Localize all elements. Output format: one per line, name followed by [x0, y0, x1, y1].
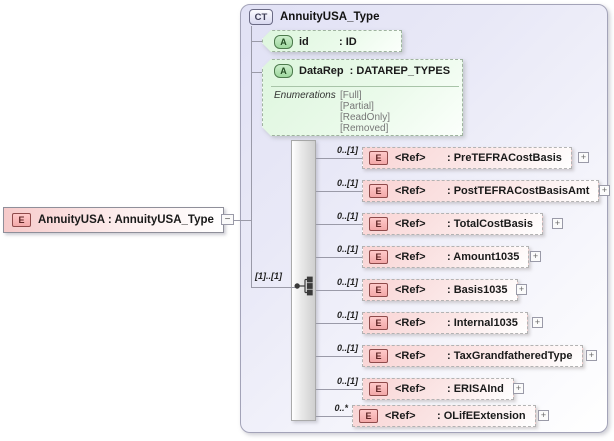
ref-pretefracostbasis[interactable]: E <Ref> : PreTEFRACostBasis [362, 147, 572, 169]
enum-value: [Removed] [340, 123, 389, 134]
element-badge: E [369, 283, 388, 297]
ref-name: <Ref> [395, 284, 426, 296]
connector-line [316, 290, 362, 291]
ref-type: : PostTEFRACostBasisAmt [447, 185, 590, 197]
enum-value: [Partial] [340, 101, 374, 112]
sequence-cardinality: [1]..[1] [255, 271, 282, 281]
enumerations-divider [271, 86, 459, 87]
attribute-id[interactable]: A id : ID [262, 30, 402, 52]
cardinality-label: 0..[1] [336, 277, 358, 287]
expand-button[interactable]: + [513, 383, 524, 394]
ref-type: : Basis1035 [447, 284, 508, 296]
root-element-annuityusa[interactable]: E AnnuityUSA : AnnuityUSA_Type [3, 207, 224, 233]
ref-name: <Ref> [395, 350, 426, 362]
enum-value: [Full] [340, 90, 362, 101]
ref-type: : Internal1035 [447, 317, 518, 329]
cardinality-label: 0..[1] [336, 178, 358, 188]
expand-button[interactable]: + [516, 284, 527, 295]
element-badge: E [369, 349, 388, 363]
connector-line [316, 356, 362, 357]
enumerations-label: Enumerations [274, 90, 336, 101]
attribute-badge: A [274, 64, 293, 78]
expand-button[interactable]: + [552, 218, 563, 229]
connector-line [316, 323, 362, 324]
ref-type: : Amount1035 [447, 251, 520, 263]
attribute-id-type: : ID [339, 36, 357, 48]
expand-button[interactable]: + [532, 317, 543, 328]
connector-line [316, 389, 362, 390]
attribute-datarep-type: : DATAREP_TYPES [349, 65, 451, 77]
cardinality-label: 0..[1] [336, 145, 358, 155]
ref-name: <Ref> [395, 152, 426, 164]
line-to-sequence [251, 287, 295, 288]
enumerations-section: Enumerations [Full] [Partial] [ReadOnly]… [274, 90, 390, 134]
ref-olifeextension[interactable]: E <Ref> : OLifEExtension [352, 405, 536, 427]
connector-line [316, 158, 362, 159]
cardinality-label: 0..[1] [336, 244, 358, 254]
attribute-datarep[interactable]: A DataRep : DATAREP_TYPES Enumerations [… [262, 59, 463, 136]
element-badge: E [369, 250, 388, 264]
ref-name: <Ref> [395, 383, 426, 395]
complex-type-header: CT AnnuityUSA_Type [249, 9, 379, 25]
connector-line [316, 416, 352, 417]
element-badge: E [369, 316, 388, 330]
element-badge: E [12, 213, 31, 227]
attribute-datarep-name: DataRep [299, 65, 344, 77]
expand-button[interactable]: + [530, 251, 541, 262]
connector-line [316, 224, 362, 225]
element-badge: E [369, 217, 388, 231]
element-badge: E [369, 184, 388, 198]
collapse-toggle[interactable]: − [221, 214, 234, 225]
cardinality-label: 0..[1] [336, 343, 358, 353]
ct-spine-line [251, 26, 252, 288]
expand-button[interactable]: + [538, 410, 549, 421]
cardinality-label: 0..[1] [336, 211, 358, 221]
connector-line [316, 191, 362, 192]
ref-internal1035[interactable]: E <Ref> : Internal1035 [362, 312, 528, 334]
connector-line [316, 257, 362, 258]
ref-type: : OLifEExtension [437, 410, 526, 422]
ref-name: <Ref> [395, 317, 426, 329]
ref-type: : TaxGrandfatheredType [447, 350, 573, 362]
ref-totalcostbasis[interactable]: E <Ref> : TotalCostBasis [362, 213, 543, 235]
ref-type: : PreTEFRACostBasis [447, 152, 562, 164]
cardinality-label: 0..* [334, 403, 348, 413]
ref-basis1035[interactable]: E <Ref> : Basis1035 [362, 279, 518, 301]
ref-name: <Ref> [395, 218, 426, 230]
element-badge: E [369, 382, 388, 396]
line-to-id-attr [251, 41, 262, 42]
ref-name: <Ref> [385, 410, 416, 422]
enum-value: [ReadOnly] [340, 112, 391, 123]
enumeration-values: [Full] [Partial] [ReadOnly] [Removed] [340, 90, 390, 134]
ref-erisaind[interactable]: E <Ref> : ERISAInd [362, 378, 514, 400]
ref-name: <Ref> [395, 185, 426, 197]
root-to-ct-line [234, 220, 252, 221]
expand-button[interactable]: + [599, 185, 610, 196]
expand-button[interactable]: + [586, 350, 597, 361]
ref-amount1035[interactable]: E <Ref> : Amount1035 [362, 246, 530, 268]
line-to-datarep-attr [251, 72, 262, 73]
root-element-label: AnnuityUSA : AnnuityUSA_Type [38, 214, 214, 226]
ref-type: : TotalCostBasis [447, 218, 533, 230]
ref-type: : ERISAInd [447, 383, 504, 395]
element-badge: E [359, 409, 378, 423]
expand-button[interactable]: + [578, 152, 589, 163]
attribute-id-name: id [299, 36, 309, 48]
cardinality-label: 0..[1] [336, 376, 358, 386]
ref-posttefracostbasisamt[interactable]: E <Ref> : PostTEFRACostBasisAmt [362, 180, 600, 202]
complex-type-badge: CT [249, 9, 273, 25]
cardinality-label: 0..[1] [336, 310, 358, 320]
ref-taxgrandfatheredtype[interactable]: E <Ref> : TaxGrandfatheredType [362, 345, 583, 367]
sequence-icon [294, 276, 316, 301]
ref-name: <Ref> [395, 251, 426, 263]
complex-type-title: AnnuityUSA_Type [280, 11, 380, 23]
attribute-badge: A [274, 35, 293, 49]
element-badge: E [369, 151, 388, 165]
